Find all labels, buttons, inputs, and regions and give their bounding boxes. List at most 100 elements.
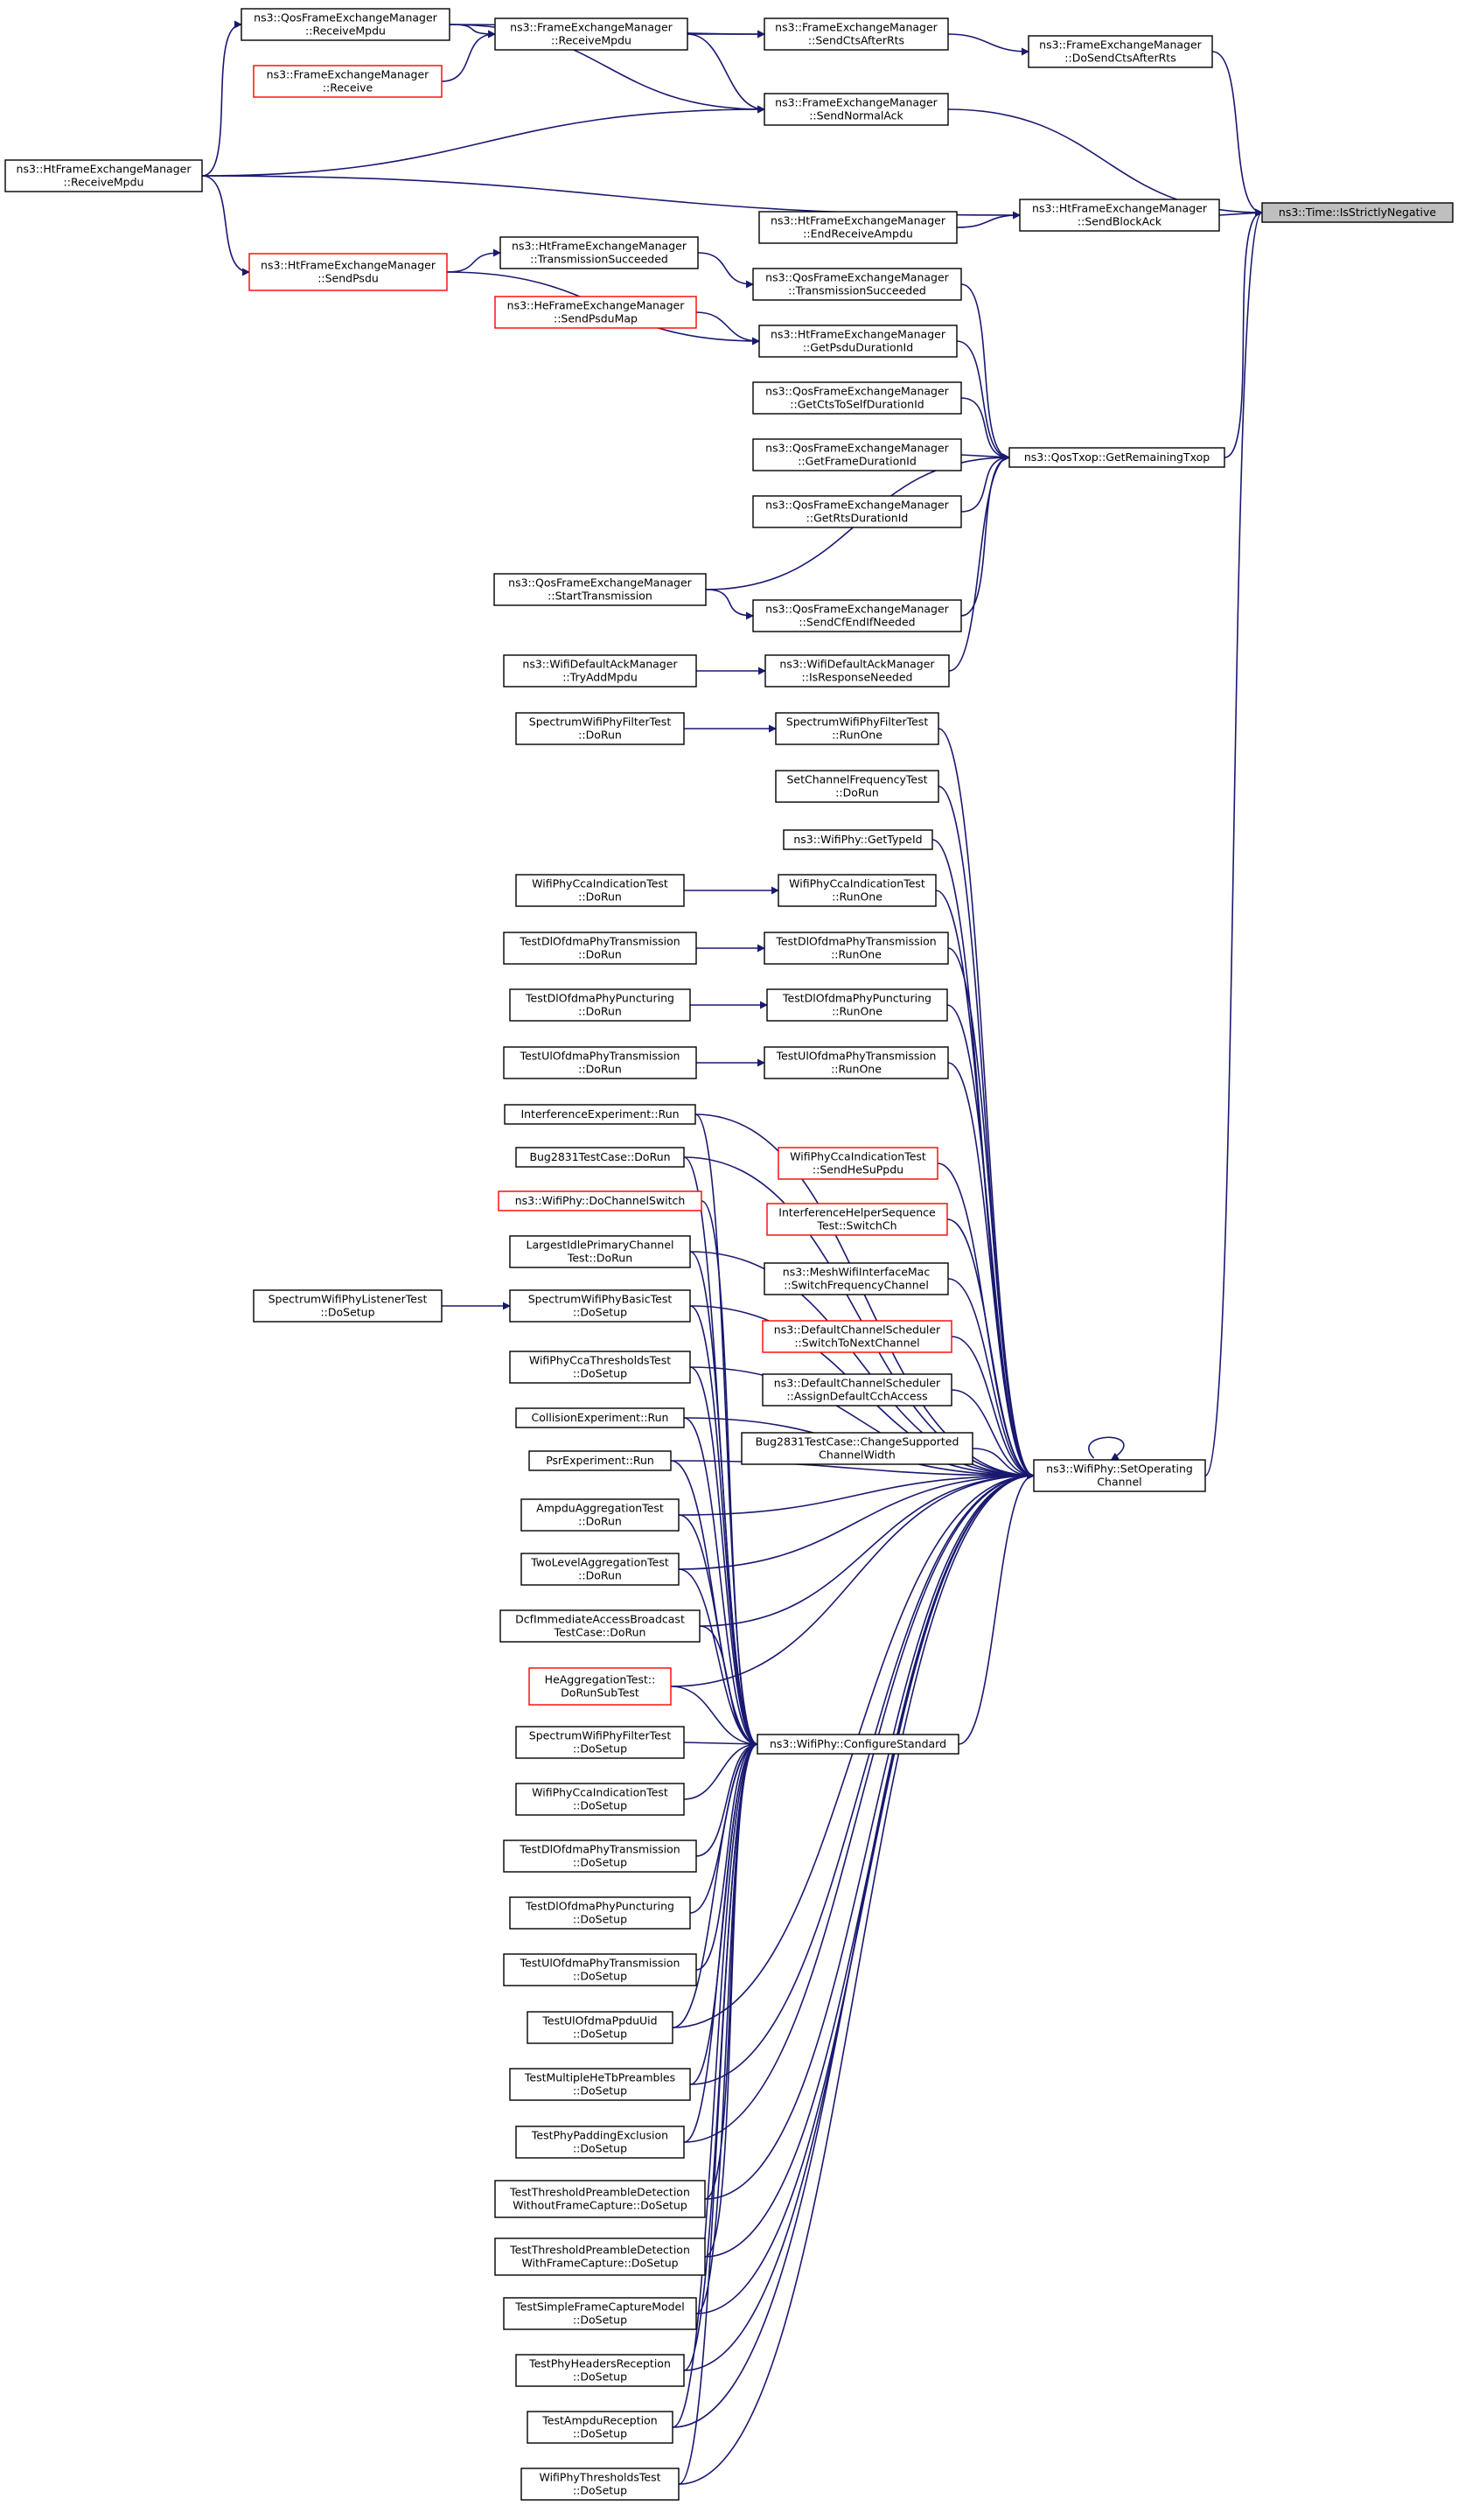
node-qosframeexchangemanager-receivempdu[interactable]: ns3::QosFrameExchangeManager::ReceiveMpd… bbox=[241, 8, 450, 41]
node-htframeexchangemanager-sendpsdu[interactable]: ns3::HtFrameExchangeManager::SendPsdu bbox=[248, 253, 448, 291]
node-wifiphy-gettypeid[interactable]: ns3::WifiPhy::GetTypeId bbox=[783, 829, 933, 850]
node-qosframeexchangemanager-getrtsdurationid[interactable]: ns3::QosFrameExchangeManager::GetRtsDura… bbox=[752, 495, 962, 528]
node-interferenceexperiment-run[interactable]: InterferenceExperiment::Run bbox=[504, 1104, 696, 1125]
node-label: ::TryAddMpdu bbox=[562, 671, 638, 684]
node-label: ::DoSetup bbox=[573, 2084, 627, 2098]
node-frameexchangemanager-receive[interactable]: ns3::FrameExchangeManager::Receive bbox=[253, 65, 443, 98]
node-collisionexperiment-run[interactable]: CollisionExperiment::Run bbox=[515, 1407, 685, 1428]
node-heaggregationtest-dorunsubtest[interactable]: HeAggregationTest::DoRunSubTest bbox=[528, 1667, 672, 1706]
node-frameexchangemanager-sendctsafterrts[interactable]: ns3::FrameExchangeManager::SendCtsAfterR… bbox=[764, 17, 949, 51]
node-box bbox=[4, 159, 203, 192]
call-edge bbox=[441, 30, 496, 82]
node-wifiphyccaindicationtest-dorun[interactable]: WifiPhyCcaIndicationTest::DoRun bbox=[515, 874, 685, 907]
node-qosframeexchangemanager-transmissionsucceeded[interactable]: ns3::QosFrameExchangeManager::Transmissi… bbox=[752, 268, 962, 301]
node-testulofdmaphytransmission-dosetup[interactable]: TestUlOfdmaPhyTransmission::DoSetup bbox=[503, 1953, 697, 1986]
node-testdlofdmaphytransmission-dorun[interactable]: TestDlOfdmaPhyTransmission::DoRun bbox=[503, 932, 697, 965]
node-frameexchangemanager-sendnormalack[interactable]: ns3::FrameExchangeManager::SendNormalAck bbox=[764, 93, 949, 126]
node-box bbox=[515, 712, 685, 745]
node-wifidefaultackmanager-isresponseneeded[interactable]: ns3::WifiDefaultAckManager::IsResponseNe… bbox=[764, 654, 950, 688]
node-testulofdmappduuid-dosetup[interactable]: TestUlOfdmaPpduUid::DoSetup bbox=[527, 2011, 673, 2044]
node-spectrumwifiphyfiltertest-runone[interactable]: SpectrumWifiPhyFilterTest::RunOne bbox=[775, 712, 939, 745]
call-edge bbox=[689, 1366, 758, 1749]
node-psrexperiment-run[interactable]: PsrExperiment::Run bbox=[528, 1450, 672, 1471]
node-label: PsrExperiment::Run bbox=[546, 1454, 654, 1467]
node-label: ns3::FrameExchangeManager bbox=[1039, 38, 1202, 52]
node-label: Channel bbox=[1097, 1476, 1141, 1489]
node-wifiphyccathresholdstest-dosetup[interactable]: WifiPhyCcaThresholdsTest::DoSetup bbox=[509, 1351, 691, 1384]
node-testmultiplehetbpreambles-dosetup[interactable]: TestMultipleHeTbPreambles::DoSetup bbox=[509, 2068, 691, 2101]
node-box bbox=[783, 829, 933, 850]
node-testdlofdmaphypuncturing-runone[interactable]: TestDlOfdmaPhyPuncturing::RunOne bbox=[766, 988, 948, 1022]
node-testdlofdmaphytransmission-dosetup[interactable]: TestDlOfdmaPhyTransmission::DoSetup bbox=[503, 1839, 697, 1873]
node-defaultchannelscheduler-assigndefaultcchaccess[interactable]: ns3::DefaultChannelScheduler::AssignDefa… bbox=[762, 1373, 952, 1407]
node-bug2831testcase-changesupportedchannelwidth[interactable]: Bug2831TestCase::ChangeSupportedChannelW… bbox=[741, 1432, 973, 1465]
node-wifiphy-configurestandard[interactable]: ns3::WifiPhy::ConfigureStandard bbox=[757, 1734, 959, 1755]
node-wifiphyccaindicationtest-runone[interactable]: WifiPhyCcaIndicationTest::RunOne bbox=[778, 874, 937, 907]
node-label: ::DoRun bbox=[578, 1569, 622, 1582]
node-spectrumwifiphyfiltertest-dosetup[interactable]: SpectrumWifiPhyFilterTest::DoSetup bbox=[515, 1726, 685, 1759]
node-twolevelaggregationtest-dorun[interactable]: TwoLevelAggregationTest::DoRun bbox=[520, 1553, 680, 1586]
node-testulofdmaphytransmission-dorun[interactable]: TestUlOfdmaPhyTransmission::DoRun bbox=[503, 1046, 697, 1079]
node-htframeexchangemanager-transmissionsucceeded[interactable]: ns3::HtFrameExchangeManager::Transmissio… bbox=[499, 236, 699, 269]
node-wifidefaultackmanager-tryaddmpdu[interactable]: ns3::WifiDefaultAckManager::TryAddMpdu bbox=[503, 654, 697, 688]
call-edge bbox=[678, 1471, 1035, 1570]
node-htframeexchangemanager-sendblockack[interactable]: ns3::HtFrameExchangeManager::SendBlockAc… bbox=[1019, 199, 1220, 232]
node-testphypaddingexclusion-dosetup[interactable]: TestPhyPaddingExclusion::DoSetup bbox=[515, 2126, 685, 2159]
node-label: TestUlOfdmaPhyTransmission bbox=[520, 1050, 680, 1063]
node-testdlofdmaphypuncturing-dosetup[interactable]: TestDlOfdmaPhyPuncturing::DoSetup bbox=[509, 1896, 691, 1930]
node-setchannelfrequencytest-dorun[interactable]: SetChannelFrequencyTest::DoRun bbox=[775, 770, 939, 803]
node-label: ns3::FrameExchangeManager bbox=[267, 68, 429, 81]
node-heframeexchangemanager-sendpsdumap[interactable]: ns3::HeFrameExchangeManager::SendPsduMap bbox=[494, 296, 697, 329]
node-box bbox=[758, 325, 958, 358]
node-bug2831testcase-dorun[interactable]: Bug2831TestCase::DoRun bbox=[515, 1147, 685, 1168]
node-wifiphy-dochannelswitch[interactable]: ns3::WifiPhy::DoChannelSwitch bbox=[498, 1190, 702, 1211]
node-qostxop-getremainingtxop[interactable]: ns3::QosTxop::GetRemainingTxop bbox=[1008, 447, 1225, 468]
node-wifiphyccaindicationtest-dosetup[interactable]: WifiPhyCcaIndicationTest::DoSetup bbox=[515, 1783, 685, 1816]
node-qosframeexchangemanager-getctstoselfdurationid[interactable]: ns3::QosFrameExchangeManager::GetCtsToSe… bbox=[752, 381, 962, 415]
node-label: CollisionExperiment::Run bbox=[532, 1411, 669, 1424]
node-label: WifiPhyCcaIndicationTest bbox=[789, 877, 925, 890]
node-dcfimmediateaccessbroadcasttestcase-dorun[interactable]: DcfImmediateAccessBroadcastTestCase::DoR… bbox=[499, 1609, 701, 1643]
call-edge bbox=[1224, 208, 1263, 458]
node-label: ::DoSetup bbox=[573, 2427, 627, 2440]
node-ampduaggregationtest-dorun[interactable]: AmpduAggregationTest::DoRun bbox=[520, 1498, 680, 1532]
node-time-isstrictlynegative[interactable]: ns3::Time::IsStrictlyNegative bbox=[1261, 202, 1454, 223]
node-htframeexchangemanager-getpsdudurationid[interactable]: ns3::HtFrameExchangeManager::GetPsduDura… bbox=[758, 325, 958, 358]
node-label: ::DoRun bbox=[578, 890, 622, 904]
node-htframeexchangemanager-endreceiveampdu[interactable]: ns3::HtFrameExchangeManager::EndReceiveA… bbox=[758, 211, 958, 244]
node-box bbox=[509, 1289, 691, 1323]
node-label: ::GetFrameDurationId bbox=[798, 455, 917, 468]
node-spectrumwifiphyfiltertest-dorun[interactable]: SpectrumWifiPhyFilterTest::DoRun bbox=[515, 712, 685, 745]
node-testdlofdmaphytransmission-runone[interactable]: TestDlOfdmaPhyTransmission::RunOne bbox=[764, 932, 949, 965]
node-qosframeexchangemanager-starttransmission[interactable]: ns3::QosFrameExchangeManager::StartTrans… bbox=[493, 573, 707, 606]
node-label: ::SendPsduMap bbox=[554, 312, 638, 325]
node-label: ::StartTransmission bbox=[548, 590, 652, 603]
node-meshwifiinterfacemac-switchfrequencychannel[interactable]: ns3::MeshWifiInterfaceMac::SwitchFrequen… bbox=[764, 1262, 949, 1295]
node-spectrumwifiphybasictest-dosetup[interactable]: SpectrumWifiPhyBasicTest::DoSetup bbox=[509, 1289, 691, 1323]
node-defaultchannelscheduler-switchtonextchannel[interactable]: ns3::DefaultChannelScheduler::SwitchToNe… bbox=[762, 1320, 952, 1353]
node-testulofdmaphytransmission-runone[interactable]: TestUlOfdmaPhyTransmission::RunOne bbox=[764, 1046, 949, 1079]
node-wifiphyccaindicationtest-sendhesuppdu[interactable]: WifiPhyCcaIndicationTest::SendHeSuPpdu bbox=[778, 1147, 938, 1180]
node-frameexchangemanager-receivempdu[interactable]: ns3::FrameExchangeManager::ReceiveMpdu bbox=[494, 17, 688, 51]
call-edge bbox=[446, 248, 501, 273]
node-box bbox=[248, 253, 448, 291]
node-label: TestDlOfdmaPhyTransmission bbox=[519, 1843, 680, 1856]
node-testsimpleframecapturemodel-dosetup[interactable]: TestSimpleFrameCaptureModel::DoSetup bbox=[503, 2297, 697, 2330]
node-frameexchangemanager-dosendctsafterrts[interactable]: ns3::FrameExchangeManager::DoSendCtsAfte… bbox=[1028, 35, 1213, 68]
node-testphyheadersreception-dosetup[interactable]: TestPhyHeadersReception::DoSetup bbox=[515, 2354, 685, 2387]
node-testthresholdpreambledetectionwithoutframecapture-dosetup[interactable]: TestThresholdPreambleDetectionWithoutFra… bbox=[494, 2180, 706, 2218]
node-box bbox=[762, 1320, 952, 1353]
node-testampdureception-dosetup[interactable]: TestAmpduReception::DoSetup bbox=[527, 2411, 673, 2444]
node-htframeexchangemanager-receivempdu[interactable]: ns3::HtFrameExchangeManager::ReceiveMpdu bbox=[4, 159, 203, 192]
node-spectrumwifiphylistenertest-dosetup[interactable]: SpectrumWifiPhyListenerTest::DoSetup bbox=[253, 1289, 443, 1323]
node-label: TestMultipleHeTbPreambles bbox=[524, 2071, 675, 2084]
node-testthresholdpreambledetectionwithframecapture-dosetup[interactable]: TestThresholdPreambleDetectionWithFrameC… bbox=[494, 2237, 706, 2276]
node-qosframeexchangemanager-sendcfendifneeded[interactable]: ns3::QosFrameExchangeManager::SendCfEndI… bbox=[752, 599, 962, 632]
node-label: TestCase::DoRun bbox=[554, 1626, 646, 1639]
node-qosframeexchangemanager-getframedurationid[interactable]: ns3::QosFrameExchangeManager::GetFrameDu… bbox=[752, 438, 962, 471]
node-testdlofdmaphypuncturing-dorun[interactable]: TestDlOfdmaPhyPuncturing::DoRun bbox=[509, 988, 691, 1022]
node-wifiphythresholdstest-dosetup[interactable]: WifiPhyThresholdsTest::DoSetup bbox=[520, 2468, 680, 2501]
